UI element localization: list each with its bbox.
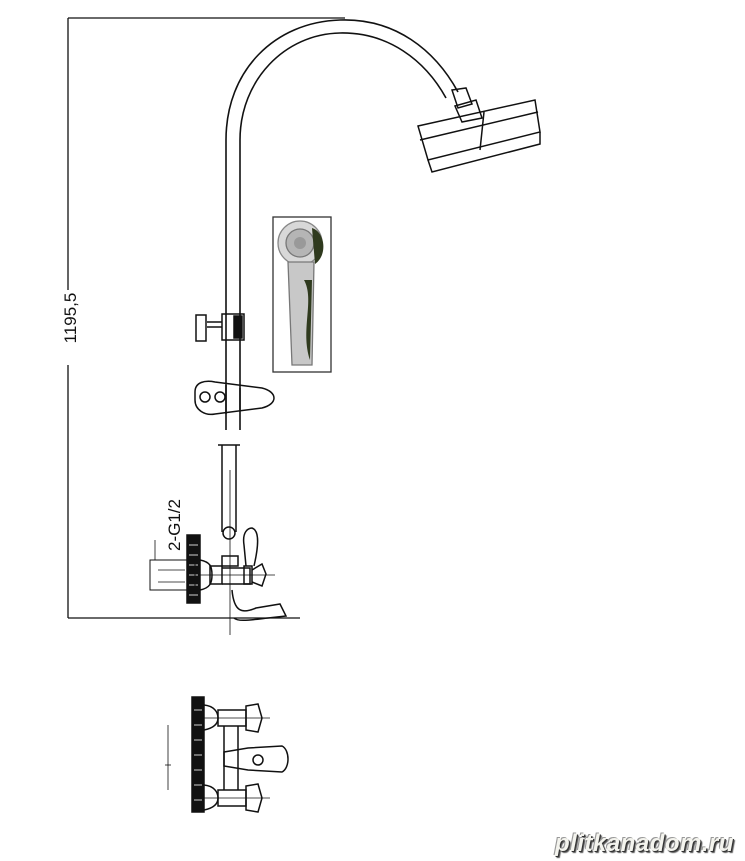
lower-pipe (218, 444, 240, 567)
overhead-shower-head (417, 87, 541, 173)
soap-holder (194, 380, 275, 416)
slider-bracket (195, 313, 245, 342)
thread-size-label: 2-G1/2 (165, 499, 184, 551)
hand-shower-image (272, 216, 332, 373)
watermark: plitkanadom.ru (555, 830, 735, 857)
mixer-side-view (149, 470, 288, 635)
height-dimension-label: 1195,5 (61, 292, 80, 344)
mixer-top-view (165, 696, 289, 813)
height-dimension-line (67, 17, 345, 619)
riser-pipe (225, 19, 459, 430)
